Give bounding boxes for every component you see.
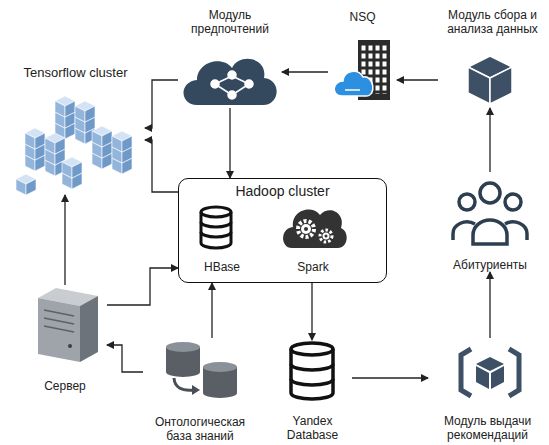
component-node: NSQ (328, 10, 397, 102)
database-icon (201, 207, 231, 248)
flow-arrow (107, 345, 143, 372)
cube-block (92, 126, 112, 147)
cluster-box: Hadoop clusterHBase Spark (178, 178, 387, 283)
component-node: Модуль выдачи рекомендаций (428, 338, 547, 442)
cube-block (16, 174, 36, 195)
module-icon (461, 349, 519, 396)
people-icon (453, 183, 527, 244)
flow-arrow (397, 79, 438, 80)
node-label: Tensorflow cluster (6, 65, 145, 80)
node-label: Модуль сбора и анализа данных (438, 8, 547, 36)
cube-block (45, 133, 65, 154)
cube-block (75, 101, 95, 122)
flow-arrow (145, 80, 178, 128)
database-icon (291, 343, 333, 399)
flow-arrow (311, 283, 312, 340)
component-node: Yandex Database (273, 340, 352, 442)
flow-arrow (489, 108, 490, 172)
flow-arrow (107, 268, 178, 305)
flow-arrow (211, 283, 212, 338)
queue-icon (334, 40, 390, 100)
node-label: Сервер (23, 379, 107, 393)
node-label: Spark (275, 260, 351, 274)
node-label: Yandex Database (273, 414, 352, 442)
flow-arrow (282, 71, 328, 72)
server-icon (38, 288, 98, 362)
flow-arrow (64, 195, 65, 285)
node-label: Онтологическая база знаний (143, 415, 257, 443)
cube-block (55, 96, 75, 117)
node-label: NSQ (328, 10, 397, 24)
node-label: Модуль выдачи рекомендаций (428, 414, 547, 442)
component-node: Сервер (23, 285, 107, 393)
ontology-icon (166, 342, 237, 398)
gears-icon (283, 209, 347, 248)
node-label: HBase (190, 260, 254, 274)
flow-arrow (352, 377, 428, 378)
cloud-icon (183, 59, 276, 105)
component-node: Модуль сбора и анализа данных (438, 8, 547, 108)
cube-block (62, 157, 82, 178)
node-label: Модуль предпочтений (178, 8, 282, 36)
tensorflow-cubes (16, 96, 132, 195)
component-node: HBase (190, 200, 254, 274)
component-node: Онтологическая база знаний (143, 338, 257, 443)
component-node: Tensorflow cluster (6, 65, 145, 195)
node-label: Абитуриенты (443, 258, 537, 272)
cluster-title: Hadoop cluster (179, 183, 386, 199)
flow-arrow (145, 140, 178, 192)
component-node: Модуль предпочтений (178, 8, 282, 108)
cube-block (112, 131, 132, 152)
flow-arrow (489, 272, 490, 338)
cube-block (25, 128, 45, 149)
flow-arrow (229, 108, 230, 178)
component-node: Spark (275, 200, 351, 274)
component-node: Абитуриенты (443, 172, 537, 272)
cube-icon (468, 56, 512, 104)
